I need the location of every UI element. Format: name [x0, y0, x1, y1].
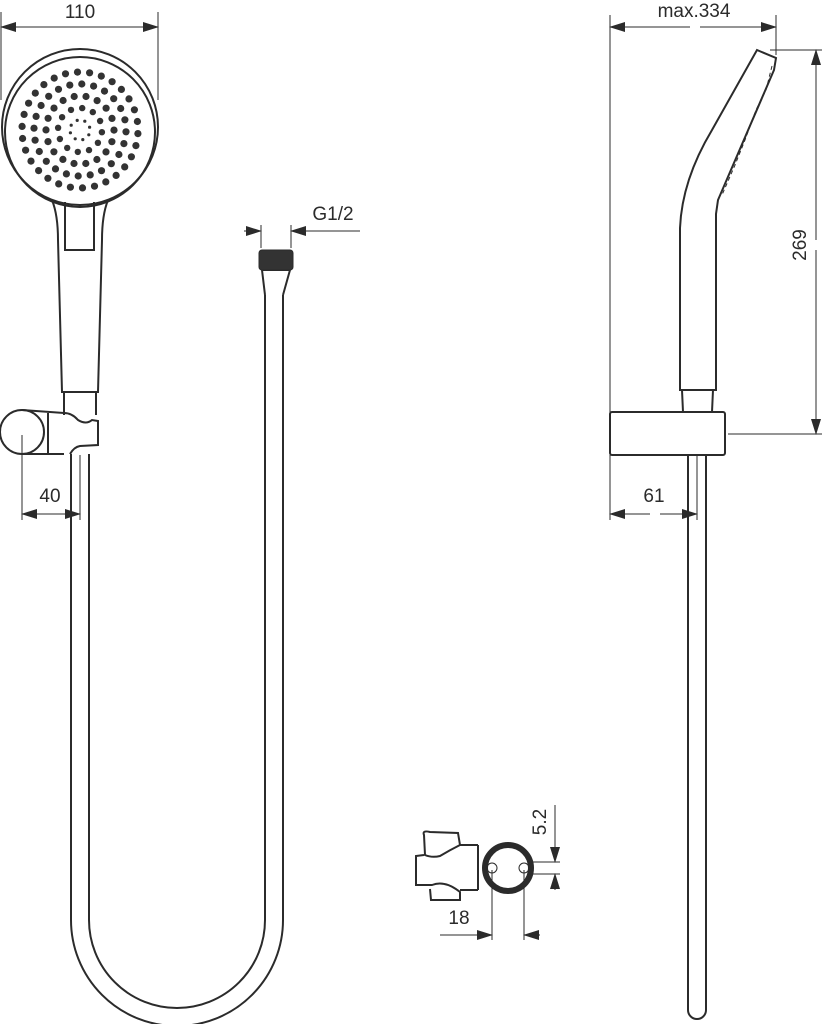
side-view: max.334 269 61 [609, 1, 822, 1020]
dimension-bracket-offset: 40 [21, 435, 81, 520]
dimension-height: 269 [728, 49, 822, 435]
dimension-label-61: 61 [643, 486, 664, 507]
hose [70, 249, 294, 1024]
spray-nozzles [18, 68, 142, 192]
dimension-head-diameter: 110 [0, 2, 159, 100]
dimension-label-max334: max.334 [658, 1, 731, 22]
dimension-label-g12: G1/2 [312, 204, 353, 225]
dimension-bracket-offset-side: 61 [609, 455, 698, 520]
dimension-thread: G1/2 [244, 204, 360, 248]
dimension-label-18: 18 [448, 908, 469, 929]
dimension-label-269: 269 [790, 229, 811, 261]
hose-connector-nut [258, 249, 294, 271]
shower-head-front [1, 48, 159, 208]
dimension-label-40: 40 [39, 486, 60, 507]
handle-front [51, 199, 109, 415]
dimension-label-5-2: 5.2 [530, 809, 551, 835]
front-view: 110 40 [0, 2, 360, 1024]
bracket-front [0, 409, 99, 455]
dimension-label-110: 110 [65, 2, 95, 23]
bracket-detail: 5.2 18 [415, 805, 560, 940]
hose-side [687, 455, 707, 1020]
bracket-side [609, 411, 726, 456]
shower-head-side [679, 48, 778, 413]
dimension-max-projection: max.334 [609, 1, 777, 415]
